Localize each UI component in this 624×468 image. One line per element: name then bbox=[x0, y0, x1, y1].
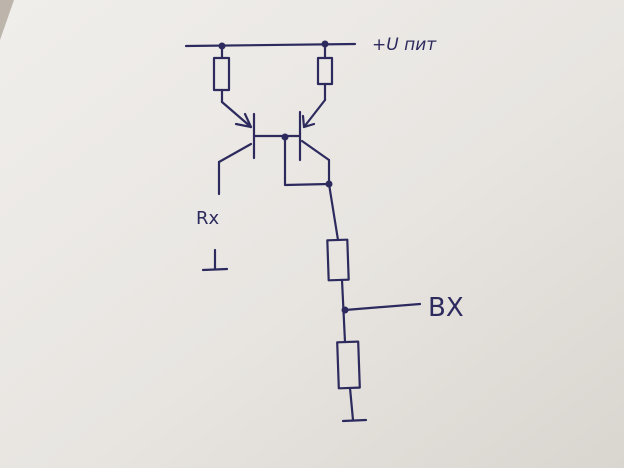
output-label: Rx bbox=[196, 208, 220, 229]
junction-dot bbox=[281, 133, 289, 141]
junction-dot bbox=[218, 42, 226, 50]
paper-shadow bbox=[0, 0, 14, 40]
collector-to-resistor-wire bbox=[327, 182, 340, 242]
left-collector-wire bbox=[217, 142, 253, 164]
input-label: BX bbox=[428, 293, 464, 323]
input-tap-wire bbox=[343, 302, 422, 312]
junction-dot bbox=[341, 306, 349, 314]
ground-symbol-left-bar bbox=[201, 267, 229, 272]
right-collector-wire bbox=[300, 139, 331, 162]
right-emitter-wire bbox=[302, 98, 327, 129]
ground-lead bbox=[348, 386, 355, 422]
diode-connection-loop bbox=[283, 135, 331, 187]
supply-label: +U пит bbox=[372, 35, 437, 55]
ground-symbol-right bbox=[341, 418, 368, 423]
left-emitter-arrow bbox=[234, 112, 253, 129]
junction-dot bbox=[325, 180, 333, 188]
left-emitter-wire bbox=[220, 100, 253, 129]
upper-divider-resistor bbox=[326, 238, 350, 282]
junction-dot bbox=[321, 40, 329, 48]
right-emitter-arrow bbox=[301, 114, 316, 129]
